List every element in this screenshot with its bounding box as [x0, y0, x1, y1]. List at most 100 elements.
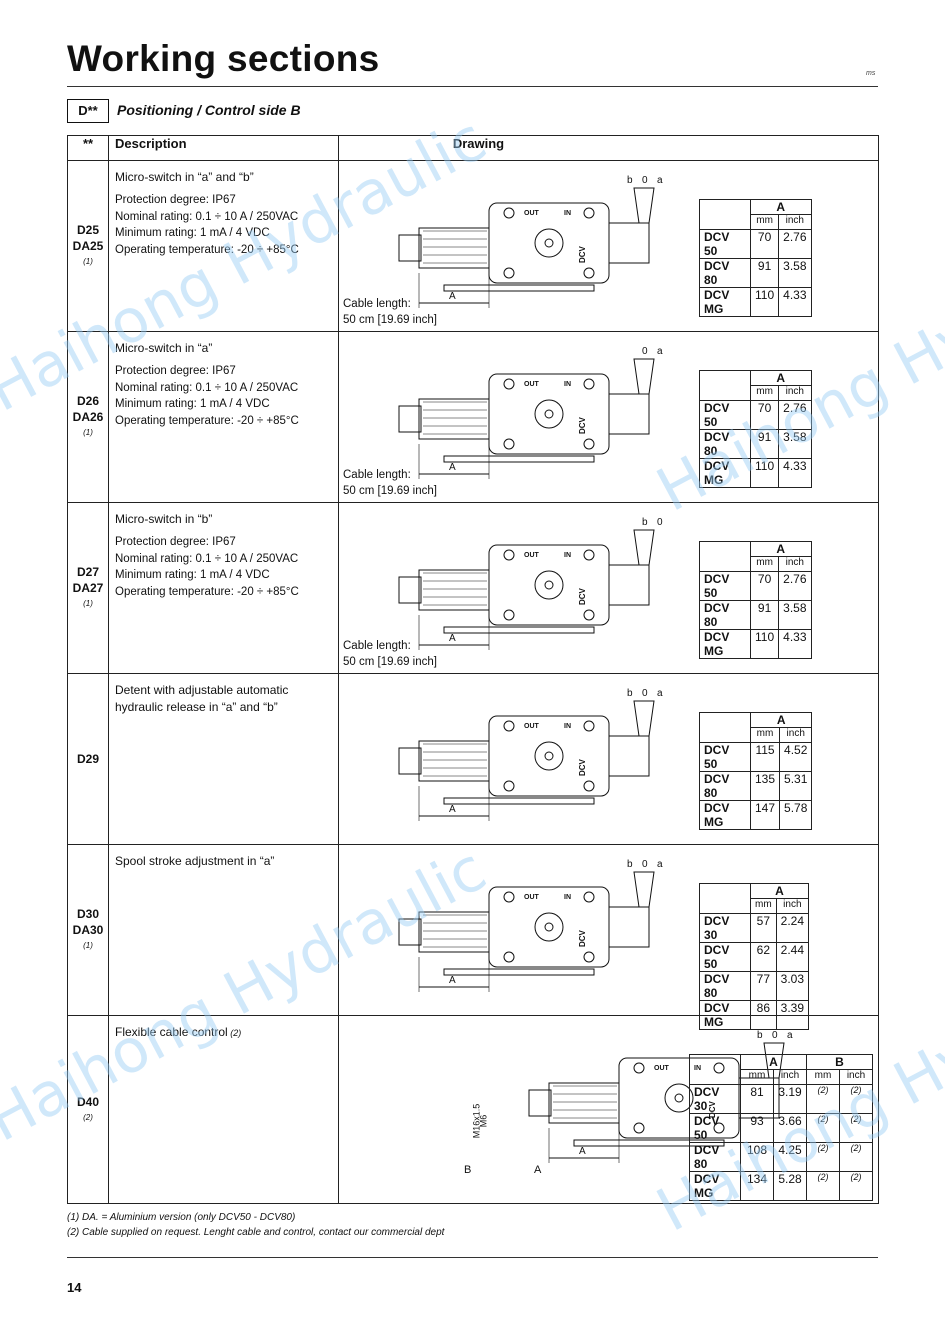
- out-label: OUT: [524, 552, 540, 559]
- left-actuator: [418, 227, 490, 269]
- unit-header: mm: [749, 214, 780, 230]
- dim-value: 5.78: [779, 800, 813, 830]
- dim-header: A: [750, 199, 812, 215]
- dim-value: 2.76: [778, 229, 812, 259]
- dim-value: 5.31: [779, 771, 813, 801]
- dim-value: (2): [806, 1142, 840, 1172]
- dim-value: (2): [806, 1084, 840, 1114]
- port-bolt: [503, 720, 515, 732]
- description: Spool stroke adjustment in “a”B0A: [109, 845, 338, 1014]
- dim-value: 2.44: [775, 942, 810, 972]
- dim-header: B: [806, 1054, 873, 1070]
- position-label: b: [642, 517, 648, 528]
- position-label: b: [627, 859, 633, 870]
- spec-line: Minimum rating: 1 mA / 4 VDC: [115, 398, 270, 410]
- right-cap: [608, 564, 650, 606]
- dim-value: 4.33: [778, 629, 812, 659]
- dim-label-a: A: [449, 633, 456, 644]
- model-header: [699, 883, 751, 914]
- unit-header: inch: [778, 385, 812, 401]
- page-number: 14: [67, 1280, 82, 1295]
- out-label: OUT: [654, 1065, 670, 1072]
- unit-header: mm: [749, 556, 780, 572]
- lever-stub: [633, 358, 655, 395]
- description: Micro-switch in “a” and “b”Protection de…: [109, 161, 338, 330]
- left-actuator: [548, 1082, 620, 1124]
- spec-line: Nominal rating: 0.1 ÷ 10 A / 250VAC: [115, 552, 299, 565]
- dim-value: 70: [749, 571, 780, 601]
- port-bolt: [633, 1062, 645, 1074]
- position-label: a: [657, 175, 663, 186]
- cable-length: Cable length:50 cm [19.69 inch]: [343, 638, 437, 670]
- out-label: OUT: [524, 381, 540, 388]
- title-rule: [67, 86, 878, 87]
- in-label: IN: [564, 552, 571, 559]
- bore-center: [674, 1093, 684, 1103]
- model-name: DCV 80: [699, 771, 751, 801]
- model-name: DCV 80: [689, 1142, 741, 1172]
- lever-stub: [633, 529, 655, 566]
- dim-value: 3.66: [773, 1113, 807, 1143]
- section-code: DA30: [72, 923, 104, 937]
- description-heading: Micro-switch in “b”: [115, 512, 213, 526]
- dim-value: (2): [839, 1084, 873, 1114]
- dim-value: 4.33: [778, 458, 812, 488]
- description: Flexible cable control (2)B0A: [109, 1016, 338, 1202]
- corner-mark: ms: [866, 70, 876, 77]
- dim-value: 93: [740, 1113, 774, 1143]
- lever-stub: [633, 700, 655, 737]
- model-name: DCV MG: [699, 800, 751, 830]
- unit-header: inch: [778, 556, 812, 572]
- dim-value: 91: [749, 429, 780, 459]
- brand-label: DCV: [578, 245, 587, 263]
- position-label: a: [657, 688, 663, 699]
- in-label: IN: [564, 381, 571, 388]
- bore-center: [544, 238, 554, 248]
- dim-label-a: A: [449, 975, 456, 986]
- dim-value: 81: [740, 1084, 774, 1114]
- base-plate: [443, 797, 595, 805]
- dim-value: (2): [806, 1113, 840, 1143]
- base-plate: [443, 968, 595, 976]
- cable-line: 50 cm [19.69 inch]: [343, 656, 437, 668]
- dim-value: 2.76: [778, 400, 812, 430]
- dim-value: 110: [749, 629, 780, 659]
- dim-value: (2): [839, 1142, 873, 1172]
- dim-value: 3.03: [775, 971, 810, 1001]
- unit-header: mm: [740, 1069, 774, 1085]
- model-header: [689, 1054, 741, 1085]
- page-title: Working sections: [67, 38, 380, 79]
- in-label: IN: [564, 723, 571, 730]
- port-bolt: [583, 207, 595, 219]
- valve-body: [488, 886, 610, 968]
- description: Micro-switch in “a”Protection degree: IP…: [109, 332, 338, 501]
- section-code: D27: [76, 565, 99, 579]
- dim-value: 147: [749, 800, 781, 830]
- col-drawing-header: Drawing: [338, 135, 879, 161]
- model-name: DCV MG: [699, 458, 751, 488]
- port-bolt: [583, 267, 595, 279]
- bore-center: [544, 922, 554, 932]
- table-row: D40(2)Flexible cable control (2)B0AOUTIN…: [67, 1015, 879, 1204]
- dim-value: 2.76: [778, 571, 812, 601]
